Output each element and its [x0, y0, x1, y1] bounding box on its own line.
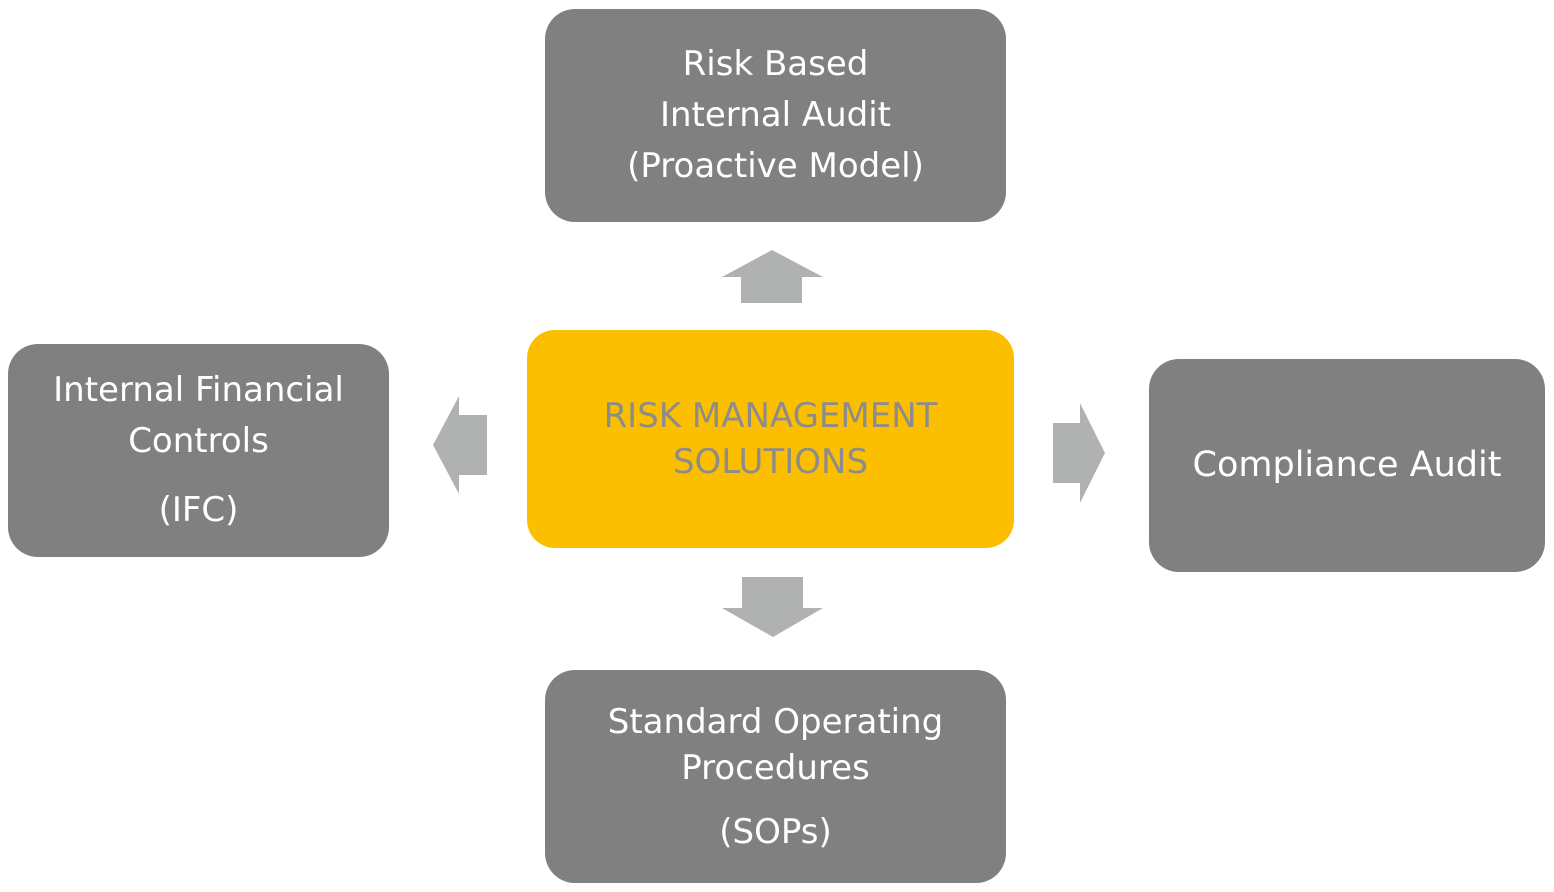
node-risk-management-solutions: RISK MANAGEMENT SOLUTIONS [527, 330, 1014, 548]
node-left-line-1: Internal Financial [53, 370, 344, 410]
node-bottom-line-3: (SOPs) [719, 811, 832, 852]
arrow-right-icon [1053, 403, 1105, 503]
node-top-line-2: Internal Audit [659, 95, 891, 135]
node-top-line-1: Risk Based [682, 44, 869, 84]
node-internal-financial-controls: Internal Financial Controls (IFC) [8, 344, 389, 557]
arrow-up-icon [722, 250, 823, 303]
node-bottom-line-1: Standard Operating [607, 701, 944, 742]
node-standard-operating-procedures: Standard Operating Procedures (SOPs) [545, 670, 1006, 883]
node-top-line-3: (Proactive Model) [627, 146, 924, 186]
node-risk-based-internal-audit: Risk Based Internal Audit (Proactive Mod… [545, 9, 1006, 222]
node-right-line-1: Compliance Audit [1192, 445, 1502, 485]
node-compliance-audit: Compliance Audit [1149, 359, 1545, 572]
node-bottom-line-2: Procedures [681, 747, 870, 788]
node-left-line-3: (IFC) [158, 490, 239, 530]
center-line-2: SOLUTIONS [672, 442, 869, 482]
node-left-line-2: Controls [128, 421, 269, 461]
arrow-down-icon [722, 577, 823, 637]
arrow-left-icon [433, 396, 487, 494]
center-line-1: RISK MANAGEMENT [603, 396, 938, 436]
